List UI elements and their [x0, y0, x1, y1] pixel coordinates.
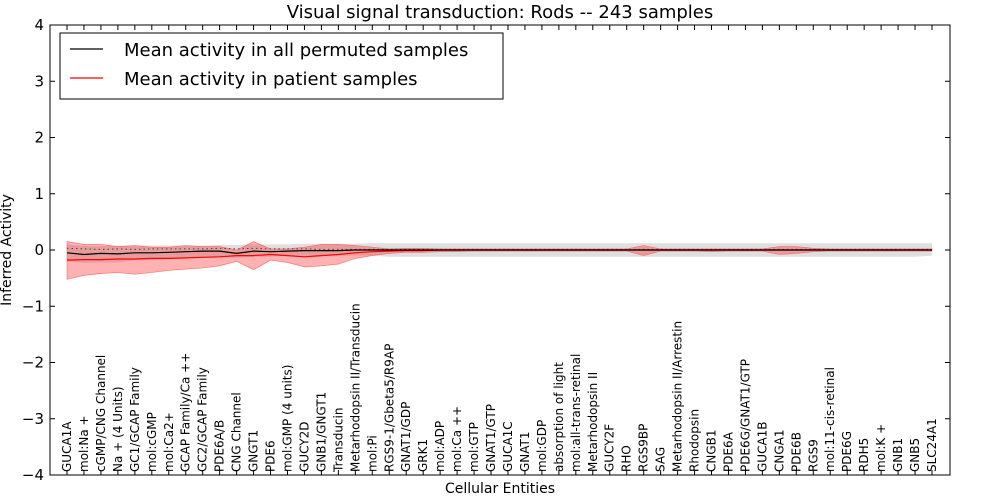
y-tick-label: 0: [34, 241, 44, 259]
x-tick-label: GUCY2D: [298, 422, 312, 472]
y-tick-label: −3: [22, 410, 44, 428]
y-tick-label: 3: [34, 72, 44, 90]
x-tick-label: GCAP Family/Ca ++: [179, 353, 193, 472]
x-tick-label: GNB1: [891, 438, 905, 472]
x-tick-label: Metarhodopsin II/Arrestin: [671, 321, 685, 472]
x-tick-label: GNB5: [908, 438, 922, 472]
x-tick-label: GUCY2F: [603, 424, 617, 472]
x-tick-label: GNB1/GNGT1: [314, 392, 328, 472]
x-tick-label: GNAT1/GTP: [484, 404, 498, 472]
y-tick-label: 1: [34, 185, 44, 203]
x-tick-label: RGS9-1/Gbeta5/R9AP: [382, 344, 396, 472]
x-tick-label: GUCA1A: [60, 421, 74, 472]
x-tick-label: CNGB1: [705, 429, 719, 472]
x-tick-label: SLC24A1: [925, 418, 939, 472]
x-tick-label: mol:Pi: [365, 435, 379, 472]
x-tick-label: PDE6G: [840, 431, 854, 472]
x-tick-label: PDE6A/B: [213, 420, 227, 472]
x-tick-label: Metarhodopsin II: [586, 372, 600, 472]
x-tick-label: GRK1: [416, 439, 430, 472]
y-tick-label: 4: [34, 16, 44, 34]
x-tick-label: GNAT1/GDP: [399, 402, 413, 472]
x-tick-label: cGMP/CNG Channel: [94, 355, 108, 472]
x-tick-label: CNGA1: [772, 430, 786, 473]
x-tick-label: RHO: [620, 445, 634, 472]
legend-box: [59, 32, 504, 100]
x-tick-label: mol:K +: [874, 424, 888, 472]
x-tick-label: mol:cGMP: [145, 412, 159, 472]
y-axis-label: Inferred Activity: [0, 194, 15, 306]
legend-label-permuted: Mean activity in all permuted samples: [124, 40, 468, 61]
legend-label-patient: Mean activity in patient samples: [124, 69, 418, 90]
x-tick-label: mol:GDP: [535, 420, 549, 472]
x-tick-label: GC2/GCAP Family: [196, 367, 210, 472]
y-axis: 4 3 2 1 0 −1 −2 −3 −4: [22, 16, 950, 484]
x-tick-label: mol:Na +: [77, 415, 91, 472]
x-tick-label: Rhodopsin: [688, 409, 702, 472]
x-tick-label: mol:ADP: [433, 421, 447, 472]
y-tick-label: −1: [22, 297, 44, 315]
x-tick-label: Metarhodopsin II/Transducin: [348, 303, 362, 472]
x-tick-label: mol:Ca ++: [450, 406, 464, 472]
x-tick-label: mol:GTP: [467, 422, 481, 472]
y-tick-label: −4: [22, 466, 44, 484]
x-tick-label: RGS9: [806, 439, 820, 472]
x-tick-label: GC1/GCAP Family: [128, 367, 142, 472]
x-tick-label: PDE6B: [789, 432, 803, 472]
x-tick-label: CNG Channel: [230, 392, 244, 472]
x-tick-label: Transducin: [331, 408, 345, 473]
x-tick-label: GUCA1C: [501, 421, 515, 472]
x-tick-label: Na + (4 Units): [111, 386, 125, 472]
x-tick-label: PDE6A: [722, 431, 736, 472]
legend: Mean activity in all permuted samples Me…: [59, 32, 504, 100]
y-tick-label: 2: [34, 129, 44, 147]
x-tick-label: GUCA1B: [755, 421, 769, 472]
y-tick-label: −2: [22, 354, 44, 372]
x-axis-label: Cellular Entities: [445, 481, 555, 497]
permuted-band: [67, 243, 932, 263]
x-tick-label: PDE6G/GNAT1/GTP: [738, 359, 752, 472]
x-tick-label: SAG: [654, 447, 668, 472]
x-tick-label: absorption of light: [552, 362, 566, 472]
x-tick-label: mol:Ca2+: [162, 412, 176, 472]
chart-title: Visual signal transduction: Rods -- 243 …: [287, 2, 714, 23]
lines-layer: [66, 247, 932, 261]
x-tick-label: PDE6: [264, 440, 278, 472]
x-tick-label: RGS9BP: [637, 424, 651, 472]
x-tick-label: GNGT1: [247, 430, 261, 472]
x-tick-label: mol:all-trans-retinal: [569, 354, 583, 472]
series-line-permuted: [66, 249, 932, 256]
x-tick-label: RDH5: [857, 438, 871, 472]
x-tick-label: mol:GMP (4 units): [281, 365, 295, 472]
x-tick-label: mol:11-cis-retinal: [823, 367, 837, 472]
x-tick-label: GNAT1: [518, 431, 532, 472]
